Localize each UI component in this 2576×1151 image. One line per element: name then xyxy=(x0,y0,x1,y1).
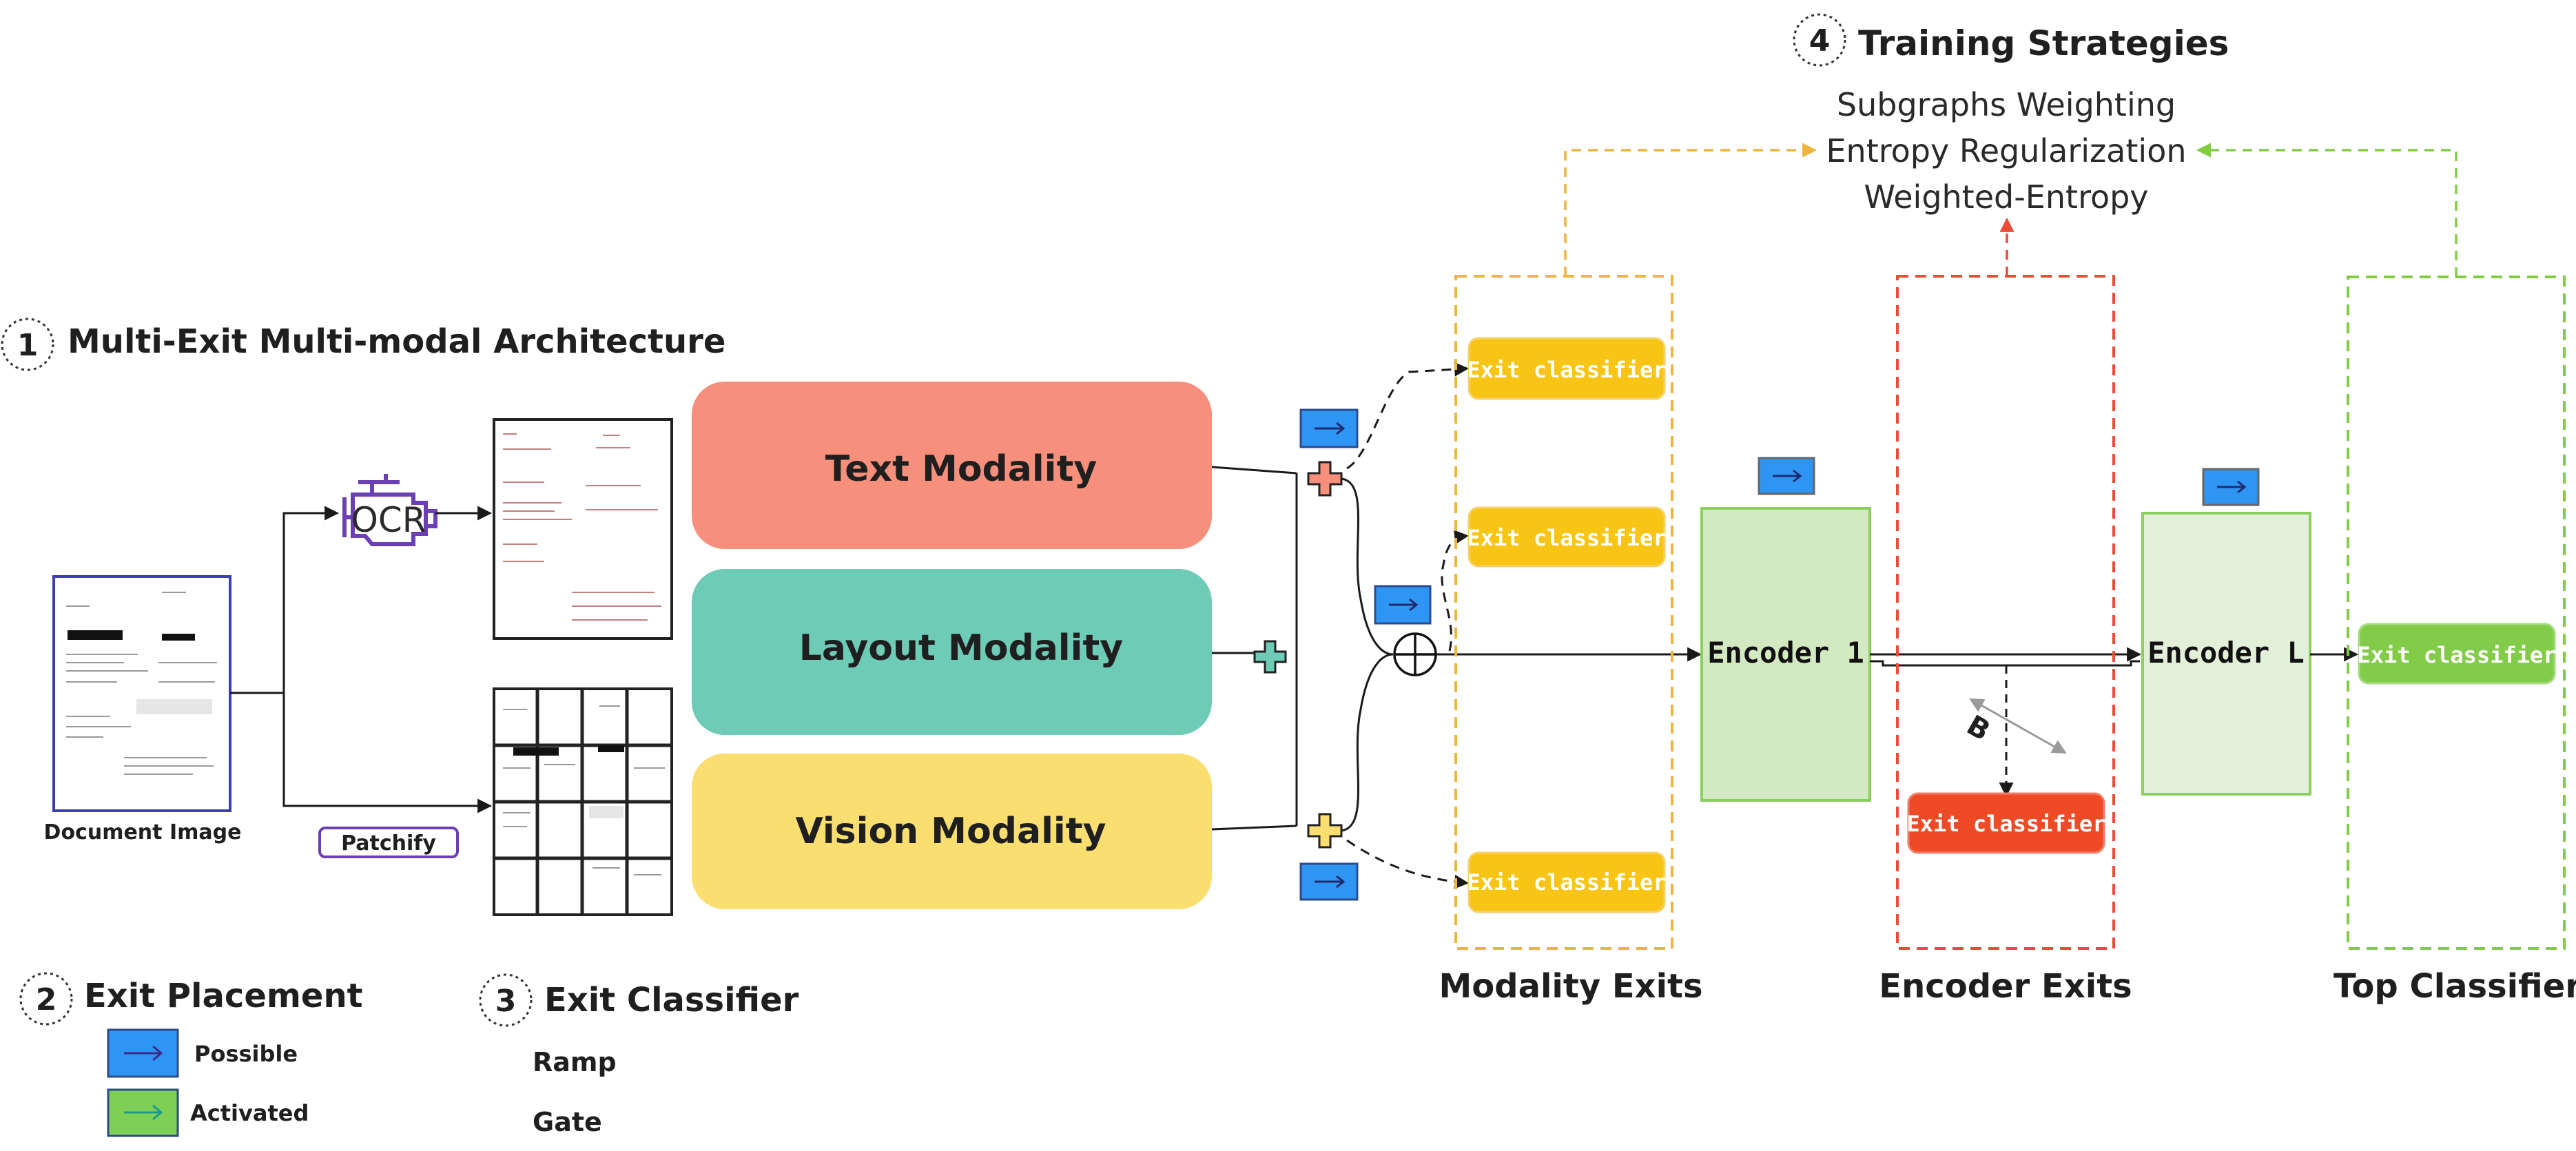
patch-grid xyxy=(493,687,673,916)
classifier-type-ramp: Ramp xyxy=(533,1047,617,1077)
arrow-right-icon xyxy=(2217,480,2247,494)
section-2-heading: 2 Exit Placement xyxy=(19,972,363,1026)
top-exit-classifier: Exit classifier xyxy=(2358,623,2557,685)
wire-to-patches xyxy=(282,693,493,813)
plus-icon xyxy=(1307,813,1343,849)
encoder-exit-classifier: Exit classifier xyxy=(1907,792,2106,854)
exit-classifier-label: Exit classifier xyxy=(2358,642,2557,668)
wire-text-out xyxy=(1211,466,1297,475)
legend-activated-label: Activated xyxy=(190,1100,309,1126)
encoder-gap-label: B xyxy=(1961,709,1995,747)
section-4-number: 4 xyxy=(1809,23,1831,59)
vision-modality-label: Vision Modality xyxy=(796,811,1106,852)
section-1-heading: 1 Multi-Exit Multi-modal Architecture xyxy=(1,318,725,371)
legend-activated: Activated xyxy=(107,1088,309,1137)
modality-exits-group xyxy=(1454,275,1673,950)
legend-possible-label: Possible xyxy=(194,1041,298,1067)
possible-exit-marker xyxy=(1299,408,1359,448)
modality-exit-classifier-layout: Exit classifier xyxy=(1467,506,1667,568)
patchify-box xyxy=(318,827,459,858)
encoder-1-exit-marker xyxy=(1758,457,1815,495)
strategy-item: Subgraphs Weighting xyxy=(1837,86,2176,123)
arrow-right-icon xyxy=(124,1104,163,1121)
dashed-modality-to-strategies xyxy=(1564,143,1817,276)
section-2-title: Exit Placement xyxy=(84,977,363,1015)
section-3-number: 3 xyxy=(495,984,517,1019)
engine-icon xyxy=(342,474,437,546)
modality-exit-classifier-text: Exit classifier xyxy=(1467,337,1667,400)
ocr-text-output xyxy=(493,418,673,640)
arrow-right-icon xyxy=(1389,598,1419,612)
classifier-type-gate: Gate xyxy=(533,1107,602,1137)
section-4-heading: 4 Training Strategies xyxy=(1793,13,2229,67)
exit-classifier-label: Exit classifier xyxy=(1467,357,1667,383)
document-image xyxy=(52,575,231,812)
possible-exit-marker xyxy=(1374,585,1432,625)
arrow-right-icon xyxy=(1773,469,1802,483)
dashed-to-vision-exit xyxy=(1346,839,1470,889)
top-classifier-group xyxy=(2347,276,2566,950)
wire-to-ocr xyxy=(230,506,340,694)
strategy-item: Entropy Regularization xyxy=(1826,132,2186,169)
arrow-right-icon xyxy=(1315,875,1346,889)
wire-vision-to-sum xyxy=(1341,653,1394,832)
arrow-right-icon xyxy=(124,1045,163,1061)
dashed-to-text-exit xyxy=(1346,362,1470,470)
circled-plus-icon xyxy=(1393,632,1437,676)
wire-text-to-sum xyxy=(1341,477,1394,656)
dashed-to-layout-exit xyxy=(1441,530,1470,652)
encoder-l-exit-marker xyxy=(2202,468,2260,506)
wire-encoder-bracket xyxy=(1870,660,2140,667)
document-image-label: Document Image xyxy=(44,820,242,844)
legend-possible: Possible xyxy=(107,1028,298,1078)
section-3-title: Exit Classifier xyxy=(544,981,799,1019)
exit-classifier-label: Exit classifier xyxy=(1907,811,2106,837)
top-classifier-label: Top Classifier xyxy=(2333,967,2576,1006)
arrow-right-icon xyxy=(1315,422,1346,435)
wire-vision-out xyxy=(1211,825,1297,831)
section-2-number: 2 xyxy=(36,982,57,1017)
legend-possible-swatch xyxy=(107,1028,179,1078)
encoder-1-label: Encoder 1 xyxy=(1707,636,1864,670)
vision-modality-block: Vision Modality xyxy=(692,754,1212,909)
section-1-number: 1 xyxy=(17,328,39,363)
strategy-item: Weighted-Entropy xyxy=(1864,178,2148,216)
ocr-label: OCR xyxy=(351,500,426,540)
patchify-label: Patchify xyxy=(341,831,436,856)
section-4-title: Training Strategies xyxy=(1858,23,2229,63)
encoder-1-block: Encoder 1 xyxy=(1700,507,1871,802)
layout-modality-block: Layout Modality xyxy=(692,569,1212,735)
encoder-l-block: Encoder L xyxy=(2141,512,2311,796)
modality-exits-label: Modality Exits xyxy=(1439,967,1702,1006)
plus-icon xyxy=(1307,461,1343,497)
text-modality-block: Text Modality xyxy=(692,382,1212,549)
dashed-top-to-strategies xyxy=(2196,143,2457,277)
exit-classifier-label: Exit classifier xyxy=(1467,525,1667,551)
encoder-gap-arrow xyxy=(1969,698,2067,754)
section-3-heading: 3 Exit Classifier xyxy=(479,973,799,1027)
layout-modality-label: Layout Modality xyxy=(799,628,1123,669)
encoder-exits-group xyxy=(1896,275,2115,950)
encoder-exits-label: Encoder Exits xyxy=(1879,967,2132,1006)
plus-icon xyxy=(1253,640,1287,674)
section-1-title: Multi-Exit Multi-modal Architecture xyxy=(68,322,725,361)
encoder-l-label: Encoder L xyxy=(2147,636,2305,670)
text-modality-label: Text Modality xyxy=(825,448,1098,490)
exit-classifier-label: Exit classifier xyxy=(1467,869,1667,895)
modality-exit-classifier-vision: Exit classifier xyxy=(1467,851,1667,913)
possible-exit-marker xyxy=(1299,862,1359,901)
